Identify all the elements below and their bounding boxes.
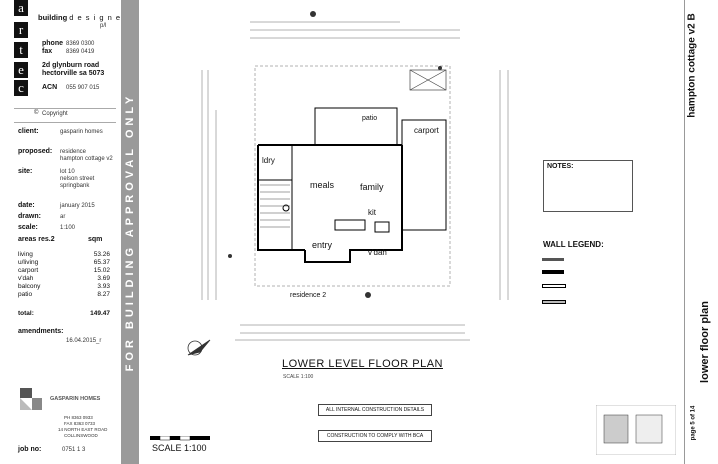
scale-bar (150, 436, 210, 441)
job-value: 0751 1 3 (62, 447, 86, 453)
proposed-value-1: residence (60, 149, 87, 155)
logo-letter-c: c (14, 80, 28, 96)
approval-band (121, 0, 139, 464)
area-total-row: total:149.47 (18, 310, 110, 317)
builder-line-4: COLLINSWOOD (64, 433, 98, 438)
room-meals: meals (310, 180, 335, 190)
notice-box-1: ALL INTERNAL CONSTRUCTION DETAILS (318, 404, 432, 416)
room-patio: patio (362, 115, 378, 122)
key-plan (596, 405, 676, 455)
scale-label: scale: (18, 224, 38, 231)
proposed-value-2: hampton cottage v2 (60, 156, 113, 162)
date-value: january 2015 (60, 203, 95, 209)
scale-value: 1:100 (60, 225, 76, 231)
notes-title: NOTES: (547, 163, 574, 170)
acn-value: 055 907 015 (66, 85, 100, 91)
drawn-label: drawn: (18, 213, 41, 220)
room-verandah: v'dah (368, 248, 387, 257)
copyright-text: Copyright (42, 111, 68, 117)
company-name: building d e s i g n e r s (38, 13, 136, 22)
site-value-2: nelson street (60, 176, 95, 182)
drawn-value: ar (60, 214, 66, 220)
site-value-3: springbank (60, 183, 90, 189)
notice-box-2: CONSTRUCTION TO COMPLY WITH BCA (318, 430, 432, 442)
phone-value: 8369 0300 (66, 41, 95, 47)
floor-plan-drawing (187, 11, 509, 356)
builder-name: GASPARIN HOMES (50, 396, 101, 402)
site-value-1: lot 10 (60, 169, 75, 175)
plan-title: LOWER LEVEL FLOOR PLAN (282, 358, 443, 370)
acn-label: ACN (42, 84, 58, 91)
fax-label: fax (42, 48, 53, 55)
builder-line-3: 14 NORTH EAST ROAD (58, 427, 108, 432)
plan-scale: SCALE 1:100 (283, 374, 314, 380)
legend-swatch (542, 270, 564, 274)
amendment-entry: 16.04.2015_r (66, 338, 102, 344)
builder-logo-icon (20, 388, 42, 410)
client-label: client: (18, 128, 39, 135)
copyright-icon: © (34, 110, 39, 116)
logo-letter-r: r (14, 22, 28, 38)
right-border (684, 0, 685, 464)
company-sub: p/l (100, 23, 107, 29)
room-entry: entry (312, 240, 333, 250)
phone-label: phone (42, 40, 63, 47)
room-kitchen: kit (368, 208, 376, 217)
address-2: hectorville sa 5073 (42, 70, 105, 77)
project-title-vertical: hampton cottage v2 B (686, 13, 698, 118)
builder-line-2: FAX 8363 0733 (64, 421, 96, 426)
areas-heading: areas res.2 (18, 236, 55, 243)
job-label: job no: (18, 446, 42, 453)
logo-letter-a: a (14, 0, 28, 16)
builder-line-1: PH 8363 0933 (64, 415, 93, 420)
amendments-label: amendments: (18, 328, 64, 335)
residence-label: residence 2 (290, 292, 327, 299)
wall-legend-title: WALL LEGEND: (543, 240, 604, 249)
address-1: 2d glynburn road (42, 62, 100, 69)
legend-swatch (542, 284, 566, 288)
areas-unit: sqm (88, 236, 103, 243)
client-value: gasparin homes (60, 129, 103, 135)
notes-box: NOTES: (543, 160, 633, 212)
site-label: site: (18, 168, 33, 175)
legend-swatch (542, 300, 566, 304)
divider (14, 108, 116, 109)
logo-letter-t: t (14, 42, 28, 58)
fax-value: 8369 0419 (66, 49, 95, 55)
scale-bar-label: SCALE 1:100 (152, 443, 207, 453)
divider (14, 122, 116, 123)
room-carport: carport (414, 126, 439, 135)
sheet-title-vertical: lower floor plan (698, 301, 711, 383)
room-laundry: ldry (262, 156, 275, 165)
proposed-label: proposed: (18, 148, 53, 155)
logo-letter-e: e (14, 62, 28, 78)
approval-band-text: FOR BUILDING APPROVAL ONLY (124, 92, 136, 372)
legend-swatch (542, 258, 564, 261)
room-family: family (360, 182, 384, 192)
date-label: date: (18, 202, 35, 209)
page-number-vertical: page 5 of 14 (690, 405, 697, 441)
